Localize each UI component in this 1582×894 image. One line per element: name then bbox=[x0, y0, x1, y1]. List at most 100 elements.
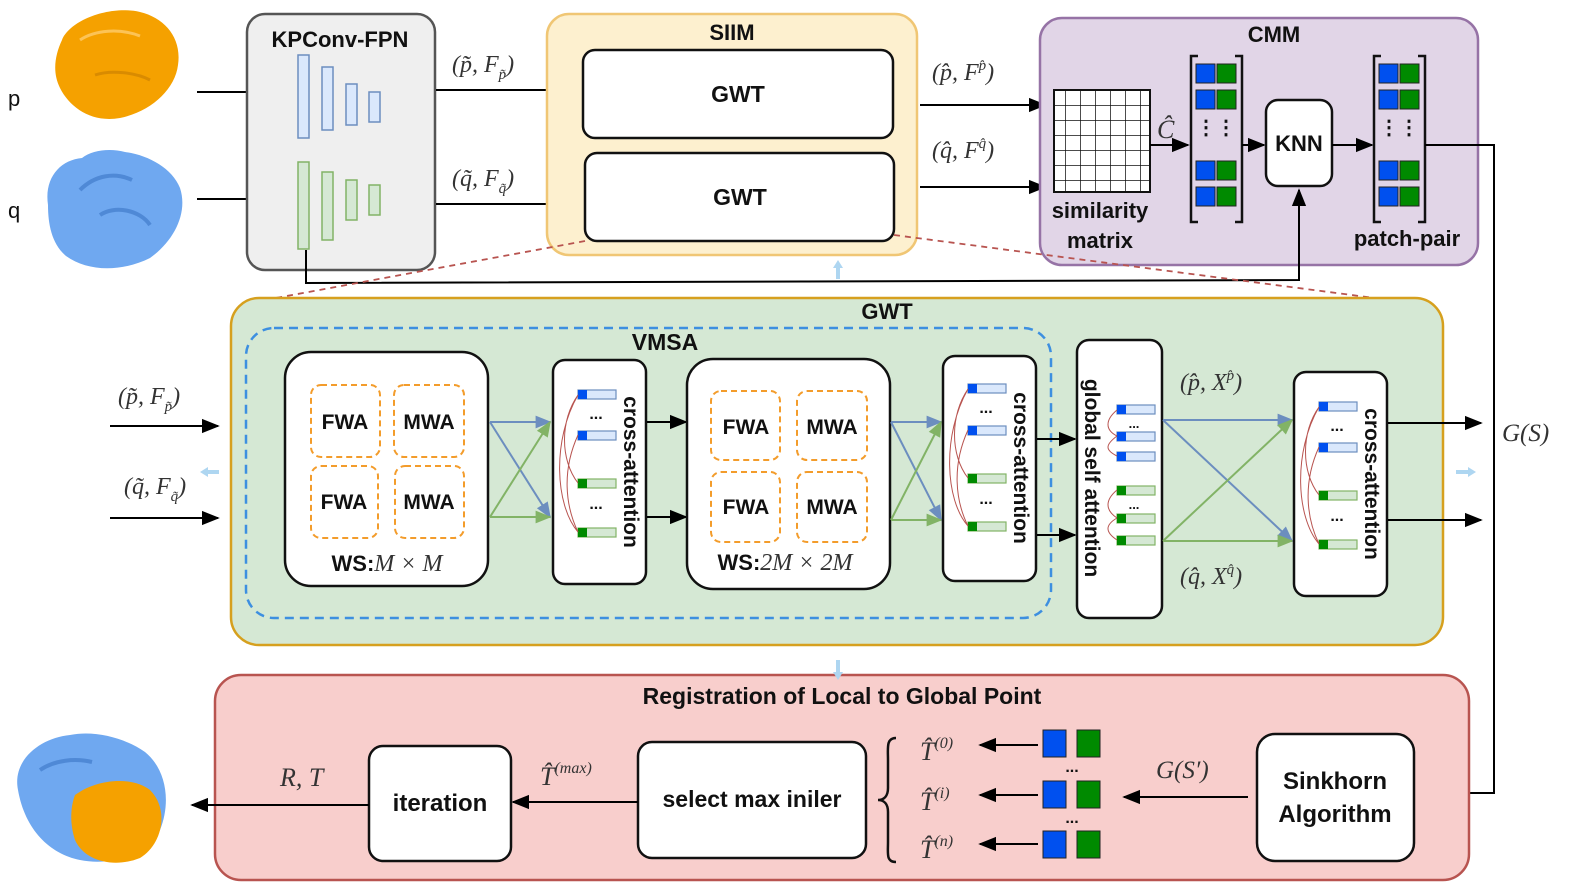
mwa-box-1a bbox=[393, 384, 465, 458]
mwa-box-2a bbox=[796, 390, 868, 461]
candidates-brace bbox=[877, 736, 897, 864]
svg-text:⋮⋮: ⋮⋮ bbox=[1196, 117, 1236, 139]
svg-text:...: ... bbox=[1065, 810, 1078, 827]
select-max-label: select max iniler bbox=[663, 786, 842, 812]
mwa-box-1b bbox=[394, 465, 465, 539]
sinkhorn-label-1: Sinkhorn bbox=[1283, 768, 1387, 795]
sinkhorn-label-2: Algorithm bbox=[1278, 801, 1391, 828]
label-p-hat-x: (p̂, Xp̂) bbox=[1180, 368, 1242, 396]
cross-connections-1 bbox=[489, 415, 552, 524]
siim-gwt-bottom-box bbox=[583, 151, 896, 243]
siim-gwt-bottom-label: GWT bbox=[713, 184, 767, 210]
r-t-label: R, T bbox=[279, 763, 325, 792]
point-cloud-registered bbox=[17, 733, 166, 863]
t0-label: T̂(0) bbox=[920, 735, 953, 766]
similarity-label-2: matrix bbox=[1067, 228, 1134, 253]
zoom-line-right bbox=[893, 234, 1406, 303]
kpconv-panel bbox=[245, 12, 437, 272]
svg-text:...: ... bbox=[1330, 418, 1343, 435]
svg-text:⋮⋮: ⋮⋮ bbox=[1379, 117, 1419, 139]
fwa-box-2b bbox=[710, 471, 781, 543]
similarity-label-1: similarity bbox=[1052, 198, 1149, 223]
patch-pair-list: ⋮⋮ bbox=[1372, 54, 1427, 224]
svg-text:...: ... bbox=[1065, 759, 1078, 776]
connector-kpconv-knn bbox=[305, 188, 1307, 285]
label-q-hat: (q̂, Fq̂) bbox=[932, 136, 994, 164]
knn-box bbox=[1264, 98, 1334, 188]
cross-connections-3 bbox=[1162, 413, 1294, 548]
gwt-title: GWT bbox=[861, 299, 913, 324]
similarity-matrix bbox=[1053, 89, 1151, 193]
fwa-label-2b: FWA bbox=[723, 496, 770, 519]
mwa-label-1b: MWA bbox=[403, 491, 454, 514]
p-label: p bbox=[8, 86, 20, 111]
label-q-hat-x: (q̂, Xq̂) bbox=[1180, 562, 1242, 590]
kpconv-encoder-q bbox=[297, 161, 381, 250]
kpconv-encoder-p bbox=[297, 54, 381, 139]
candidate-list: ⋮⋮ bbox=[1189, 54, 1244, 224]
transform-candidates: ... ... bbox=[1042, 729, 1101, 859]
cross-attention-block-2 bbox=[941, 354, 1038, 583]
point-cloud-p bbox=[55, 10, 179, 119]
sinkhorn-box bbox=[1255, 732, 1416, 863]
mwa-label-2a: MWA bbox=[806, 416, 857, 439]
fwa-label-1b: FWA bbox=[321, 491, 368, 514]
kpconv-title: KPConv-FPN bbox=[272, 27, 409, 52]
mwa-label-2b: MWA bbox=[806, 496, 857, 519]
q-label: q bbox=[8, 198, 20, 223]
svg-text:...: ... bbox=[1330, 508, 1343, 525]
svg-text:...: ... bbox=[589, 496, 602, 513]
fwa-label-2a: FWA bbox=[723, 416, 770, 439]
fwa-box-1b bbox=[310, 465, 379, 539]
label-gwt-p-tilde: (p̃, Fp̃) bbox=[118, 384, 180, 415]
window-block-2 bbox=[685, 357, 892, 591]
iteration-label: iteration bbox=[393, 790, 488, 817]
ti-label: T̂(i) bbox=[920, 785, 950, 816]
label-p-hat: (p̂, Fp̂) bbox=[932, 58, 994, 86]
mwa-label-1a: MWA bbox=[403, 411, 454, 434]
siim-title: SIIM bbox=[709, 20, 754, 45]
cmm-title: CMM bbox=[1248, 22, 1301, 47]
label-q-tilde-top: (q̃, Fq̃) bbox=[452, 166, 514, 197]
feature-tokens-3: ... ... bbox=[1300, 401, 1358, 550]
fwa-label-1a: FWA bbox=[322, 411, 369, 434]
t-max-label: T̂(max) bbox=[540, 760, 592, 791]
select-max-box bbox=[636, 740, 868, 860]
feature-tokens-2: ... ... bbox=[949, 383, 1007, 532]
siim-gwt-top-label: GWT bbox=[711, 81, 765, 107]
vmsa-title: VMSA bbox=[632, 329, 698, 355]
svg-text:...: ... bbox=[1129, 416, 1140, 431]
window-block-1 bbox=[283, 350, 490, 588]
feature-tokens-gsa: ... ... bbox=[1107, 404, 1156, 546]
registration-title: Registration of Local to Global Point bbox=[643, 683, 1042, 709]
c-hat-label: Ĉ bbox=[1157, 115, 1175, 144]
ws-label-2: WS:2M × 2M bbox=[718, 550, 855, 576]
ws-label-1: WS:M × M bbox=[332, 551, 445, 577]
fwa-box-2a bbox=[710, 390, 781, 461]
cross-attention-label-2: cross-attention bbox=[1009, 392, 1032, 544]
g-s-prime-label: G(S′) bbox=[1156, 757, 1209, 784]
g-s-label: G(S) bbox=[1502, 420, 1549, 447]
svg-text:...: ... bbox=[1129, 497, 1140, 512]
tn-label: T̂(n) bbox=[920, 833, 953, 864]
feature-tokens-1: ... ... bbox=[559, 389, 617, 538]
siim-gwt-top-box bbox=[581, 48, 895, 140]
fwa-box-1a bbox=[310, 384, 381, 458]
faint-arrow-glyphs bbox=[200, 260, 1476, 680]
cross-connections-2 bbox=[890, 415, 943, 527]
svg-text:...: ... bbox=[979, 400, 992, 417]
point-cloud-q bbox=[47, 150, 183, 269]
iteration-box bbox=[367, 744, 513, 863]
label-p-tilde-top: (p̃, Fp̃) bbox=[452, 52, 514, 83]
vmsa-region bbox=[244, 326, 1053, 620]
global-self-attention-label: global self attention bbox=[1080, 379, 1103, 577]
svg-text:...: ... bbox=[589, 406, 602, 423]
cross-attention-label-1: cross-attention bbox=[619, 396, 642, 548]
mwa-box-2b bbox=[796, 471, 868, 543]
svg-text:...: ... bbox=[979, 491, 992, 508]
patch-pair-label: patch-pair bbox=[1354, 226, 1461, 251]
cross-attention-label-3: cross-attention bbox=[1360, 408, 1383, 560]
label-gwt-q-tilde: (q̃, Fq̃) bbox=[124, 474, 186, 505]
knn-label: KNN bbox=[1275, 131, 1323, 156]
